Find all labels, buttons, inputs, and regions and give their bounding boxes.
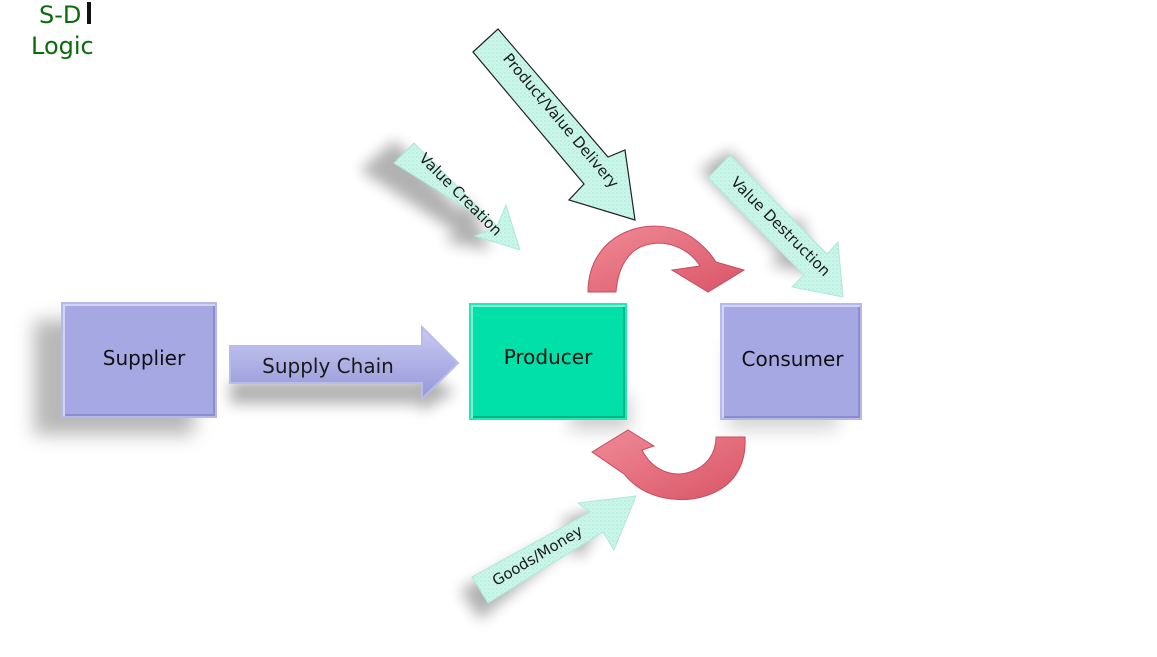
product-value-delivery-arrow: Product/Value Delivery: [472, 28, 636, 221]
title-line-1: S-D: [39, 1, 82, 29]
cycle-arrow-top: [587, 225, 746, 293]
supply-chain-label: Supply Chain: [262, 354, 394, 378]
goods-money-label: Goods/Money: [489, 522, 586, 590]
product-value-delivery-label: Product/Value Delivery: [499, 50, 622, 192]
cycle-arrow-bottom: [591, 429, 746, 501]
supplier-box: Supplier: [61, 302, 217, 418]
supplier-label: Supplier: [102, 345, 186, 370]
producer-box: Producer: [469, 303, 627, 420]
supply-chain-arrow: Supply Chain: [229, 324, 460, 402]
text-cursor: [87, 2, 91, 24]
goods-money-arrow: Goods/Money: [471, 495, 637, 604]
consumer-box: Consumer: [720, 303, 862, 420]
consumer-label: Consumer: [741, 347, 844, 371]
producer-label: Producer: [503, 345, 593, 369]
title-line-2: Logic: [31, 32, 94, 60]
